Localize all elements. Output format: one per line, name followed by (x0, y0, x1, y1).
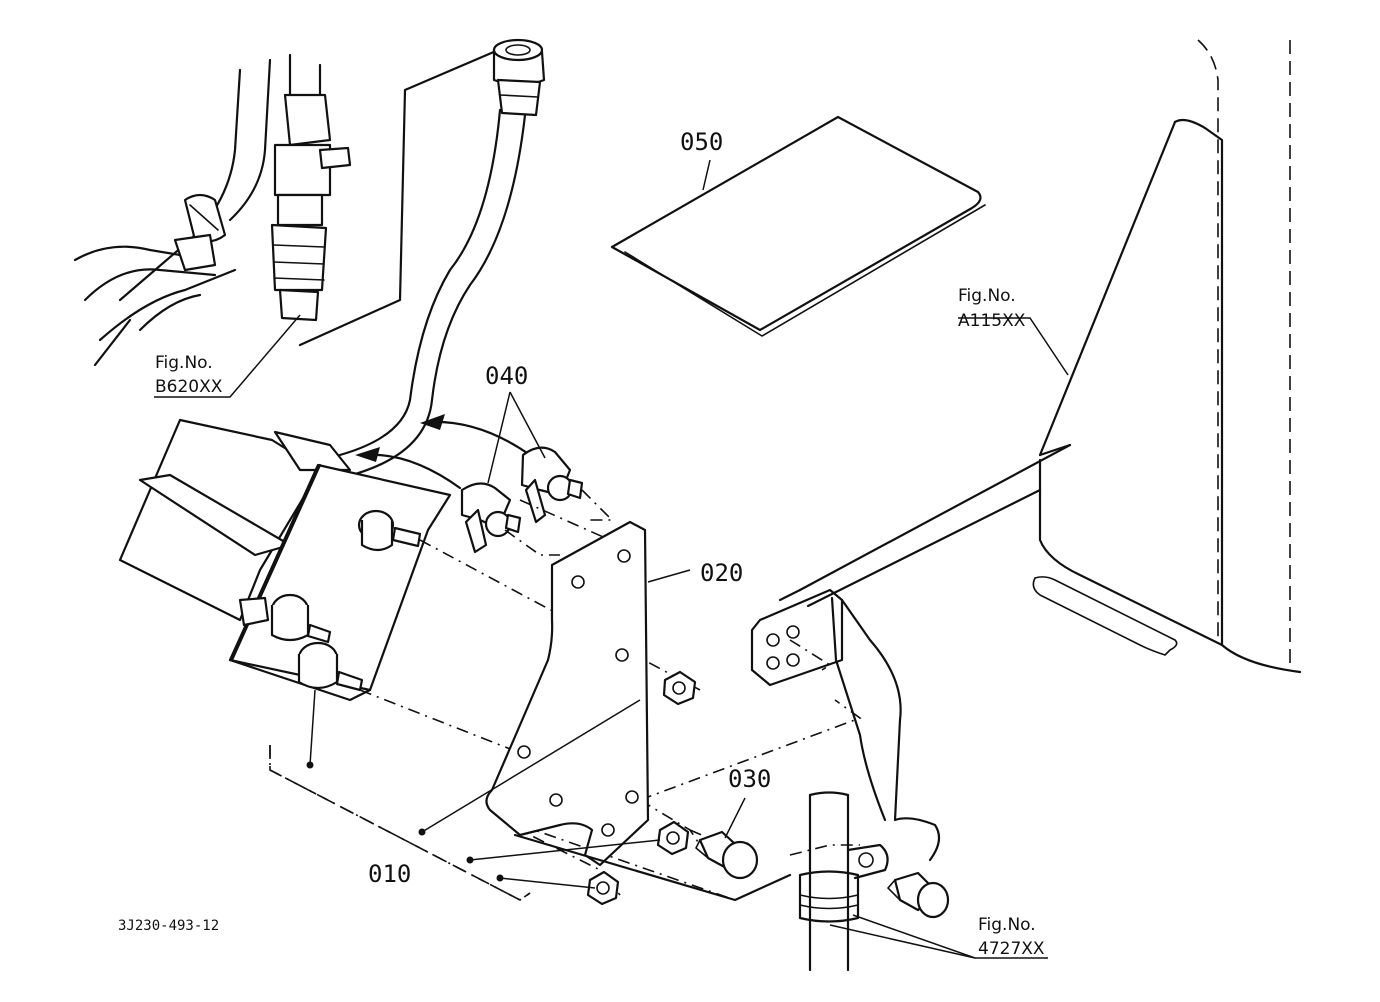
leader-lines (154, 159, 1069, 959)
vertical-pipe (798, 791, 889, 972)
direction-arrows (355, 414, 532, 490)
callout-frame-b620 (298, 43, 512, 347)
flange-bolt (695, 830, 759, 880)
rubber-mount (357, 509, 422, 552)
flange-nut (586, 870, 620, 906)
fig-ref-b620-code: B620XX (155, 377, 223, 397)
flange-nut (662, 670, 697, 706)
group-bracket-010 (269, 745, 531, 901)
hydraulic-hose-assembly (73, 53, 352, 367)
frame-bracket (750, 588, 941, 862)
pipe-clamp-bolt (887, 871, 950, 919)
drawing-number: 3J230-493-12 (118, 918, 219, 934)
callout-020: 020 (700, 559, 743, 587)
fig-ref-4727-prefix: Fig.No. (978, 915, 1036, 935)
callout-030: 030 (728, 765, 771, 793)
hose-clamp (520, 446, 584, 524)
fig-ref-a115-prefix: Fig.No. (958, 286, 1016, 306)
callout-010: 010 (368, 860, 411, 888)
fig-ref-b620-prefix: Fig.No. (155, 353, 213, 373)
operator-manual-sheet (610, 115, 986, 337)
rubber-mount (297, 641, 364, 692)
fender-frame-outline (778, 39, 1302, 674)
callout-050: 050 (680, 128, 723, 156)
pump-motor-block (118, 418, 452, 702)
hose-clamp (460, 482, 522, 554)
assembly-centerlines (269, 489, 862, 901)
rubber-mount (270, 593, 332, 644)
frame-lower-edge (513, 833, 792, 902)
fig-ref-a115-code: A115XX (958, 311, 1026, 331)
mounting-bracket-plate (485, 520, 650, 867)
callout-040: 040 (485, 362, 528, 390)
flange-nut (656, 820, 690, 856)
fig-ref-4727-code: 4727XX (978, 939, 1045, 959)
